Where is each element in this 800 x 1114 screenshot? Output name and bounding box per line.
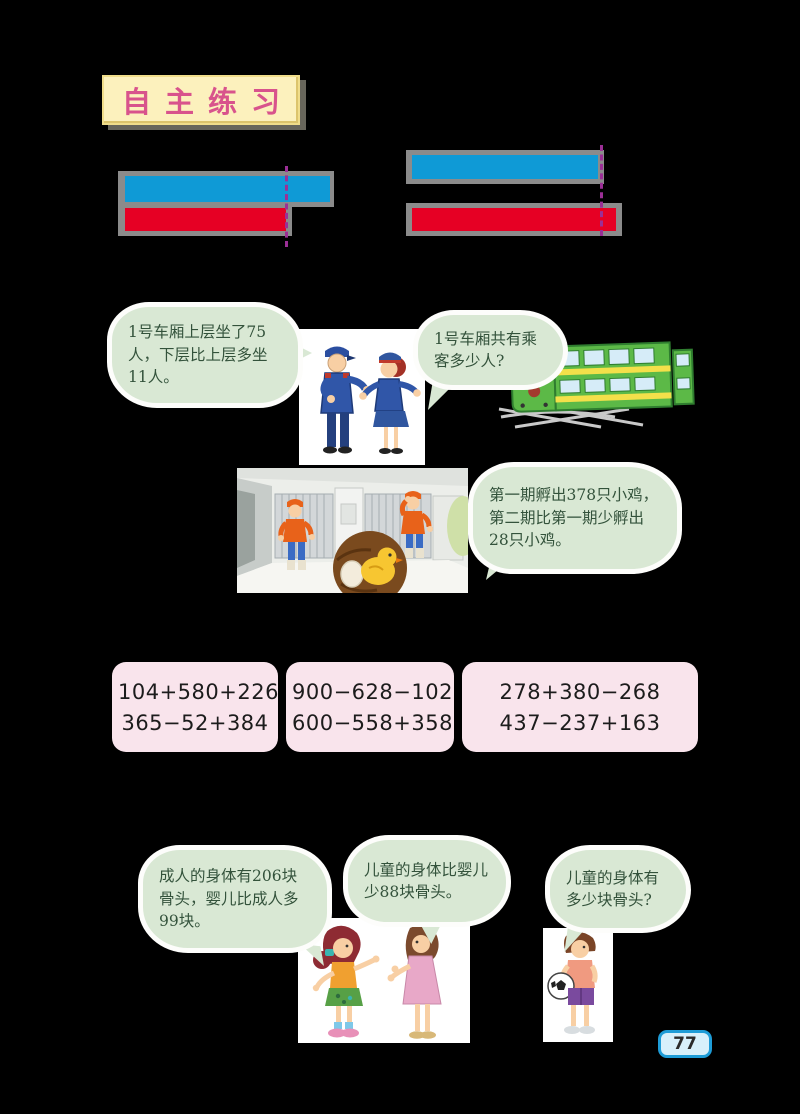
left-bottom-red-bar [125,208,286,231]
bubble-text: 1号车厢上层坐了75人，下层比上层多坐11人。 [128,323,268,387]
page-number: 77 [673,1034,697,1054]
chick-and-egg-inset [333,531,407,605]
right-dashed-reference-line [600,145,603,236]
two-train-conductors-illustration [320,346,421,454]
speech-bubble-adult-bones: 成人的身体有206块骨头，婴儿比成人多99块。 [138,845,332,953]
conductors-card [299,329,425,465]
bubble-text: 儿童的身体比婴儿少88块骨头。 [364,860,489,901]
left-dashed-reference-line [285,166,288,247]
bubble-text: 1号车厢共有乘客多少人? [434,329,537,370]
expression: 278+380−268 [499,679,661,704]
worker-right [399,491,433,558]
boy-card [543,928,613,1042]
conductor-man [320,346,371,454]
expression: 437−237+163 [499,710,661,735]
woman-in-pink-dress [387,924,442,1039]
incubator-room-illustration [237,468,479,605]
conductor-woman [359,352,421,454]
girls-card [298,918,470,1043]
boy-with-soccer-ball-illustration [547,931,598,1034]
expression: 104+580+226 [118,679,279,704]
expression-panel-2: 900−628−102 600−558+358 [286,662,454,752]
speech-bubble-chicks-info: 第一期孵出378只小鸡，第二期比第一期少孵出28只小鸡。 [468,462,682,574]
boy [547,931,598,1034]
right-bottom-red-bar [412,208,616,231]
expression: 900−628−102 [292,679,453,704]
expression-panel-3: 278+380−268 437−237+163 [462,662,698,752]
worker-left [278,499,315,570]
speech-bubble-child-bones: 儿童的身体比婴儿少88块骨头。 [343,835,511,927]
left-top-blue-bar [125,176,330,202]
expression: 600−558+358 [292,710,453,735]
speech-bubble-train-info: 1号车厢上层坐了75人，下层比上层多坐11人。 [107,302,303,408]
speech-bubble-bones-question: 儿童的身体有多少块骨头? [545,845,691,933]
lesson-title: 自主练习 [121,85,294,119]
girl-and-woman-talking-illustration [312,924,442,1039]
expression: 365−52+384 [121,710,269,735]
bubble-text: 成人的身体有206块骨头，婴儿比成人多99块。 [159,867,299,931]
lesson-title-badge: 自主练习 [102,75,300,125]
page-number-badge: 77 [658,1030,712,1058]
speech-bubble-train-question: 1号车厢共有乘客多少人? [413,310,568,390]
bubble-text: 第一期孵出378只小鸡，第二期比第一期少孵出28只小鸡。 [489,486,659,550]
incubator-card [237,468,479,605]
expression-panel-1: 104+580+226 365−52+384 [112,662,278,752]
bubble-text: 儿童的身体有多少块骨头? [566,868,660,909]
girl-pointing [312,925,380,1038]
right-top-blue-bar [412,155,598,179]
